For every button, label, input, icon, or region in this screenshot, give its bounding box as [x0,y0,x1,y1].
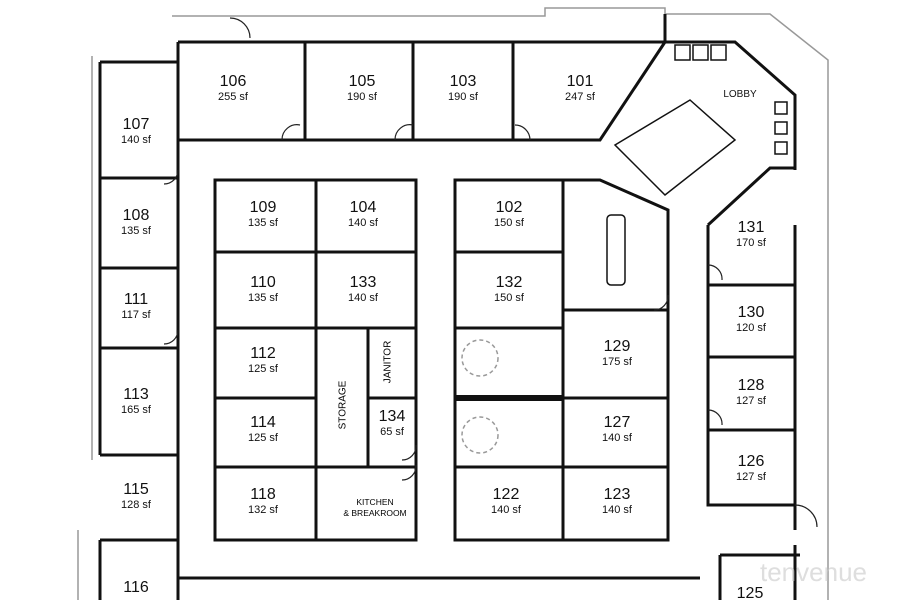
room-number: 133 [349,274,377,291]
room-area: 135 sf [248,217,278,229]
room-number: 123 [603,486,631,503]
room-area: 140 sf [121,134,151,146]
room-area: 247 sf [565,91,595,103]
room-number: 106 [219,73,247,90]
room-area: 175 sf [602,356,632,368]
room-area: 65 sf [380,426,404,438]
room-area: 135 sf [121,225,151,237]
room-number: 125 [736,585,764,602]
kitchen-line-1: KITCHEN [356,497,394,507]
room-number: 109 [249,199,277,216]
room-area: 190 sf [347,91,377,103]
room-number: 102 [495,199,523,216]
room-number: 101 [566,73,594,90]
room-number: 115 [123,481,149,498]
room-125: 125 [737,585,764,603]
room-number: 103 [449,73,477,90]
room-number: 131 [737,219,765,236]
room-number: 110 [250,274,276,291]
room-number: 128 [737,377,765,394]
room-area: 127 sf [736,471,766,483]
room-number: 132 [495,274,523,291]
room-area: 120 sf [736,322,766,334]
room-number: 104 [349,199,377,216]
janitor-label: JANITOR [382,340,394,384]
room-area: 125 sf [248,432,278,444]
room-area: 140 sf [348,292,378,304]
room-area: 190 sf [448,91,478,103]
room-116: 116 [123,579,149,597]
room-area: 117 sf [121,309,151,321]
room-area: 127 sf [736,395,766,407]
room-area: 150 sf [494,292,524,304]
room-number: 129 [603,338,631,355]
kitchen-label: KITCHEN& BREAKROOM [343,497,406,519]
room-area: 140 sf [491,504,521,516]
room-number: 107 [122,116,150,133]
watermark: tenvenue [760,557,867,587]
room-number: 105 [348,73,376,90]
room-number: 122 [492,486,520,503]
room-area: 132 sf [248,504,278,516]
room-number: 118 [250,486,276,503]
room-number: 108 [122,207,150,224]
room-number: 130 [737,304,765,321]
room-number: 126 [737,453,765,470]
room-area: 165 sf [121,404,151,416]
conference-table [606,214,626,286]
room-area: 135 sf [248,292,278,304]
room-area: 255 sf [218,91,248,103]
room-number: 114 [250,414,276,431]
storage-label: STORAGE [337,380,349,430]
room-area: 140 sf [602,432,632,444]
room-area: 128 sf [121,499,151,511]
room-number: 113 [123,386,149,403]
room-number: 134 [378,408,406,425]
kitchen-line-2: & BREAKROOM [343,508,407,518]
lobby-label: LOBBY [723,89,757,100]
room-area: 170 sf [736,237,766,249]
room-area: 150 sf [494,217,524,229]
room-number: 112 [250,345,276,362]
room-area: 125 sf [248,363,278,375]
room-number: 111 [123,291,149,308]
room-number: 116 [123,579,149,596]
room-area: 140 sf [348,217,378,229]
room-area: 140 sf [602,504,632,516]
room-number: 127 [603,414,631,431]
